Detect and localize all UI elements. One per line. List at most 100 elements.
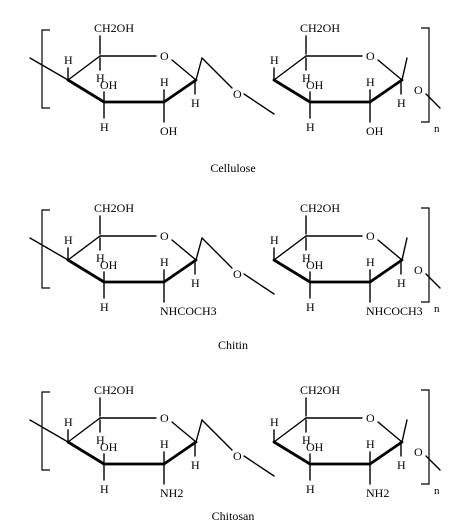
- left-bracket: [41, 391, 50, 471]
- structure-cellulose: CH2OHHHOHHHOHHOOCH2OHHHOHHHOHHOOnCellulo…: [29, 21, 441, 175]
- h-label: H: [100, 120, 109, 134]
- ring-front-bond: [272, 258, 312, 284]
- glycosidic-bond: [201, 237, 233, 269]
- repeat-n-label: n: [434, 123, 440, 135]
- repeat-n-label: n: [434, 303, 440, 315]
- ring-oxygen-label: O: [160, 229, 169, 243]
- chain-bond: [29, 419, 69, 443]
- h-label: H: [191, 96, 200, 110]
- glycosidic-bond: [195, 237, 203, 261]
- ring-bond: [273, 235, 307, 261]
- structure-caption: Chitin: [218, 338, 248, 352]
- ring-oxygen-label: O: [160, 411, 169, 425]
- h-label: H: [366, 437, 375, 451]
- h-label: H: [302, 71, 311, 85]
- h-label: H: [397, 276, 406, 290]
- h-label: H: [306, 300, 315, 314]
- c2-substituent-label: NHCOCH3: [160, 304, 217, 318]
- ring-bond: [377, 239, 403, 261]
- h-label: H: [270, 415, 279, 429]
- ring-front-bond: [66, 258, 106, 284]
- ring-bond: [67, 417, 101, 443]
- chain-bond: [29, 57, 69, 81]
- ring-oxygen-label: O: [366, 229, 375, 243]
- right-bracket: [421, 389, 430, 485]
- ring-bond: [171, 421, 197, 443]
- h-label: H: [270, 233, 279, 247]
- ch2oh-label: CH2OH: [300, 21, 340, 35]
- glycosidic-bond: [243, 455, 275, 477]
- ch2oh-label: CH2OH: [94, 383, 134, 397]
- right-bracket: [421, 27, 430, 123]
- h-label: H: [306, 120, 315, 134]
- right-bracket: [421, 207, 430, 303]
- h-label: H: [397, 458, 406, 472]
- chain-bond: [425, 93, 441, 109]
- glycosidic-bond: [243, 273, 275, 295]
- ring-front-bond: [368, 440, 404, 466]
- ch2oh-label: CH2OH: [300, 383, 340, 397]
- ring-oxygen-label: O: [366, 411, 375, 425]
- oh-label: OH: [100, 440, 118, 454]
- ring-front-bond: [162, 440, 198, 466]
- chain-bond: [425, 273, 441, 289]
- ch2oh-label: CH2OH: [94, 21, 134, 35]
- h-label: H: [160, 437, 169, 451]
- ring-front-bond: [66, 440, 106, 466]
- h-label: H: [64, 233, 73, 247]
- ring-bond: [171, 239, 197, 261]
- ring-front-bond: [162, 258, 198, 284]
- glycosidic-bond: [401, 237, 408, 261]
- end-oxygen-label: O: [414, 445, 423, 459]
- h-label: H: [160, 75, 169, 89]
- oh-label: OH: [306, 258, 324, 272]
- end-oxygen-label: O: [414, 263, 423, 277]
- glycosidic-bond: [401, 419, 408, 443]
- c2-substituent-label: NH2: [366, 486, 389, 500]
- h-label: H: [270, 53, 279, 67]
- ring-front-bond: [66, 78, 106, 104]
- h-label: H: [302, 251, 311, 265]
- structure-caption: Chitosan: [212, 509, 255, 523]
- h-label: H: [306, 482, 315, 496]
- c2-substituent-label: NH2: [160, 486, 183, 500]
- ring-front-bond: [368, 258, 404, 284]
- ring-oxygen-label: O: [160, 49, 169, 63]
- h-label: H: [100, 300, 109, 314]
- h-label: H: [160, 255, 169, 269]
- h-label: H: [191, 276, 200, 290]
- h-label: H: [191, 458, 200, 472]
- h-label: H: [366, 75, 375, 89]
- oh-label: OH: [306, 78, 324, 92]
- glycosidic-bond: [201, 57, 233, 89]
- h-label: H: [302, 433, 311, 447]
- h-label: H: [96, 433, 105, 447]
- glycosidic-bond: [201, 419, 233, 451]
- oh-label: OH: [100, 78, 118, 92]
- ring-oxygen-label: O: [366, 49, 375, 63]
- ring-front-bond: [368, 78, 404, 104]
- chain-bond: [29, 237, 69, 261]
- glycosidic-bond: [401, 57, 408, 81]
- glycosidic-oxygen-label: O: [233, 449, 242, 463]
- repeat-n-label: n: [434, 485, 440, 497]
- c2-substituent-label: NHCOCH3: [366, 304, 423, 318]
- h-label: H: [64, 53, 73, 67]
- c2-substituent-label: OH: [160, 124, 178, 138]
- ch2oh-label: CH2OH: [94, 201, 134, 215]
- ring-bond: [67, 55, 101, 81]
- h-label: H: [96, 71, 105, 85]
- left-bracket: [41, 29, 50, 109]
- h-label: H: [96, 251, 105, 265]
- h-label: H: [64, 415, 73, 429]
- ring-bond: [273, 55, 307, 81]
- chain-bond: [425, 455, 441, 471]
- ring-front-bond: [272, 78, 312, 104]
- ring-bond: [273, 417, 307, 443]
